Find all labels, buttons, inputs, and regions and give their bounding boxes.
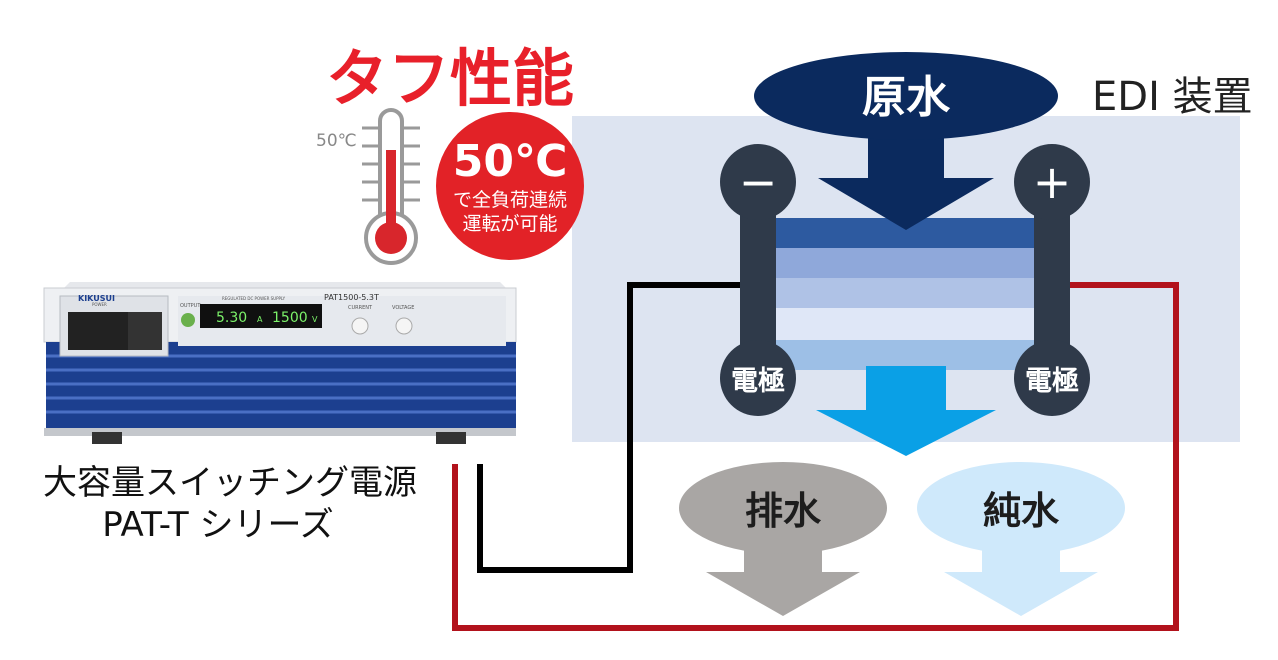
electrode-left: − 電極	[720, 144, 796, 416]
temperature-badge: 50℃ で全負荷連続 運転が可能	[436, 112, 584, 260]
minus-sign: −	[739, 155, 778, 209]
caption-line2: PAT-T シリーズ	[102, 505, 334, 545]
device-model: PAT1500-5.3T	[324, 293, 379, 302]
electrode-right-label: 電極	[1025, 366, 1079, 397]
electrode-left-label: 電極	[731, 366, 785, 397]
thermometer-icon	[362, 108, 420, 265]
voltage-unit: V	[312, 315, 318, 324]
waste-outlet: 排水	[679, 462, 887, 616]
voltage-display: 1500	[272, 310, 308, 326]
device-brand: KIKUSUI	[78, 294, 115, 303]
badge-line2: 運転が可能	[462, 213, 557, 235]
wire-red	[452, 282, 1179, 631]
plus-sign: +	[1033, 155, 1072, 209]
pure-label: 純水	[983, 489, 1060, 533]
waste-label: 排水	[745, 489, 822, 533]
device-header: REGULATED DC POWER SUPPLY	[222, 296, 286, 301]
device-power-label: POWER	[92, 302, 107, 307]
device-output-label: OUTPUT	[180, 303, 201, 309]
membrane-stack	[776, 218, 1036, 370]
edi-label: EDI 装置	[1092, 74, 1253, 120]
title: タフ性能	[326, 42, 574, 115]
inlet-arrow: 原水	[754, 52, 1058, 230]
power-supply-device	[43, 282, 517, 444]
caption-line1: 大容量スイッチング電源	[43, 463, 417, 503]
electrode-right: + 電極	[1014, 144, 1090, 416]
voltage-knob-label: VOLTAGE	[392, 305, 414, 311]
badge-line1: で全負荷連続	[453, 189, 567, 211]
current-display: 5.30	[216, 310, 247, 326]
badge-temp: 50℃	[453, 136, 568, 187]
current-unit: A	[257, 315, 263, 324]
inlet-label: 原水	[862, 72, 951, 123]
wire-black	[477, 282, 742, 573]
thermometer-label: 50℃	[316, 131, 357, 151]
pure-outlet: 純水	[917, 462, 1125, 616]
current-knob-label: CURRENT	[348, 305, 373, 311]
pure-flow-arrow	[816, 366, 996, 456]
